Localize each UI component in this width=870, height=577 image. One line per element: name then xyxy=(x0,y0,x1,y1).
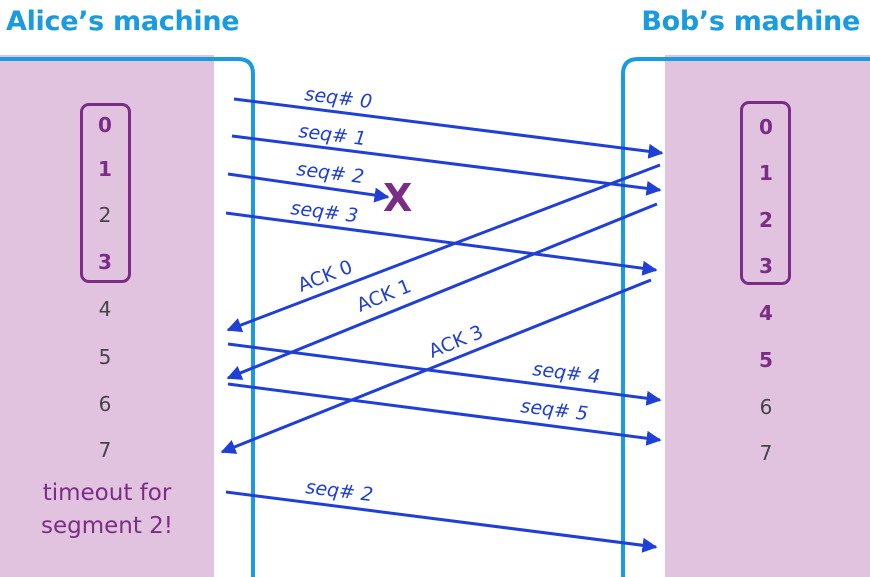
arrow-seq4 xyxy=(227,342,662,406)
label-ack0: ACK 0 xyxy=(295,256,356,297)
bob-title: Bob’s machine xyxy=(641,6,860,37)
label-ack3: ACK 3 xyxy=(426,321,487,363)
alice-seq-num: 2 xyxy=(98,203,112,227)
alice-seq-num: 7 xyxy=(98,438,112,462)
arrow-seq1 xyxy=(231,134,662,196)
alice-panel xyxy=(0,55,214,577)
alice-window-box xyxy=(80,103,131,283)
arrow-seq3 xyxy=(225,211,658,276)
alice-seq-num: 4 xyxy=(98,297,112,321)
arrow-ack3 xyxy=(220,278,652,454)
arrow-seq2-retransmit xyxy=(225,490,658,553)
label-seq5: seq# 5 xyxy=(519,395,589,425)
bob-seq-num: 7 xyxy=(759,441,773,465)
arrow-ack0 xyxy=(226,163,661,333)
loss-marker: X xyxy=(383,176,412,220)
alice-seq-num: 6 xyxy=(98,392,112,416)
bob-seq-num: 4 xyxy=(759,301,773,325)
timeout-line: timeout for xyxy=(42,480,172,506)
bob-seq-num: 2 xyxy=(759,208,773,232)
alice-seq-num: 1 xyxy=(98,157,112,181)
arrow-seq5 xyxy=(227,382,662,446)
arrow-seq0 xyxy=(233,97,664,159)
alice-wire xyxy=(0,57,255,577)
alice-seq-num: 5 xyxy=(98,345,112,369)
bob-seq-num: 3 xyxy=(759,254,773,278)
alice-seq-num: 3 xyxy=(98,250,112,274)
bob-seq-num: 1 xyxy=(759,161,773,185)
alice-seq-num: 0 xyxy=(98,113,112,137)
arrow-seq2-lost xyxy=(227,172,390,203)
alice-title: Alice’s machine xyxy=(6,6,240,37)
bob-window-box xyxy=(740,101,791,285)
label-ack1: ACK 1 xyxy=(354,275,415,317)
label-seq2-retransmit: seq# 2 xyxy=(304,476,374,506)
bob-panel xyxy=(665,55,870,577)
bob-seq-num: 6 xyxy=(759,395,773,419)
arrow-ack1 xyxy=(226,202,658,380)
timeout-note: timeout for segment 2! xyxy=(0,477,214,543)
bob-wire xyxy=(621,57,870,577)
bob-seq-num: 0 xyxy=(759,115,773,139)
timeout-line: segment 2! xyxy=(40,513,174,539)
bob-seq-num: 5 xyxy=(759,348,773,372)
